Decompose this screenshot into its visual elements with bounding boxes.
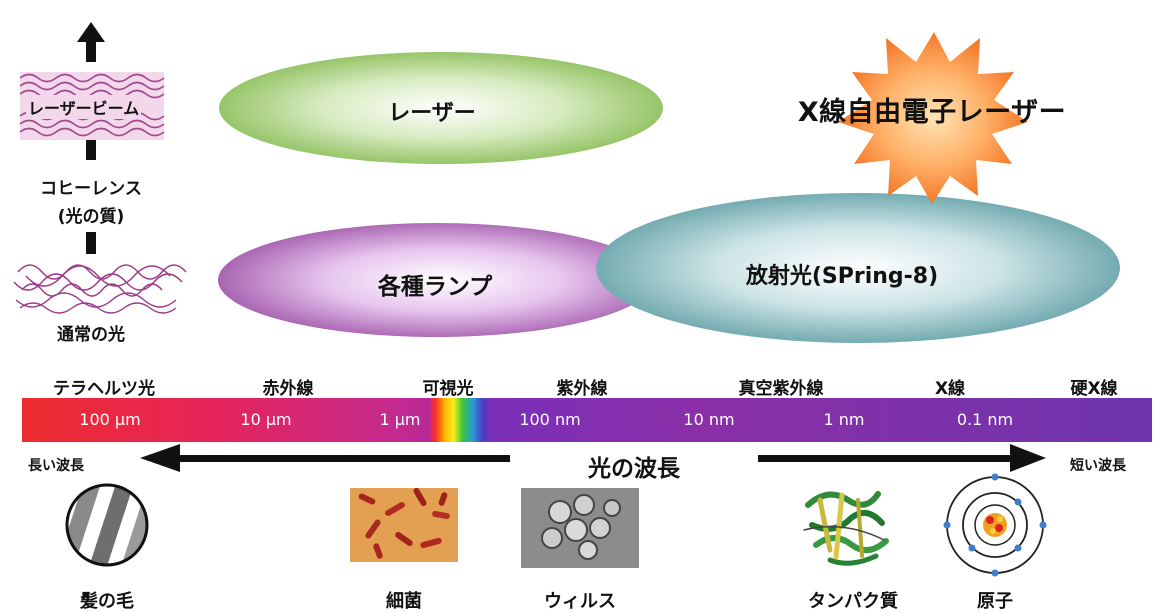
- region-xray: X線: [934, 379, 966, 399]
- wavelength-axis-title: 光の波長: [588, 456, 680, 482]
- coherence-label: コヒーレンス: [40, 179, 142, 199]
- wavelength-10um: 10 μm: [240, 410, 292, 429]
- wavelength-arrows: [140, 444, 1046, 472]
- protein-label: タンパク質: [808, 591, 898, 612]
- incoherent-wave-icon: [13, 264, 187, 314]
- xfel-label: X線自由電子レーザー: [797, 97, 1067, 128]
- protein-icon: [803, 491, 889, 566]
- lamp-ellipse: [218, 223, 654, 337]
- spectrum-bar: [22, 398, 1152, 442]
- region-ultraviolet: 紫外線: [556, 379, 608, 399]
- laser-ellipse: [219, 52, 663, 164]
- region-vacuum-uv: 真空紫外線: [738, 379, 824, 399]
- atom-icon: [943, 473, 1047, 577]
- coherence-axis: [77, 22, 105, 254]
- wavelength-1um: 1 μm: [379, 410, 421, 429]
- wavelength-100nm: 100 nm: [519, 410, 581, 429]
- region-infrared: 赤外線: [262, 379, 314, 399]
- ordinary-light-label: 通常の光: [57, 325, 125, 345]
- region-terahertz: テラヘルツ光: [53, 379, 155, 399]
- synchrotron-ellipse: [596, 193, 1120, 343]
- wavelength-1nm: 1 nm: [823, 410, 865, 429]
- region-hard-xray: 硬X線: [1070, 379, 1118, 399]
- short-wavelength-label: 短い波長: [1070, 458, 1126, 474]
- atom-label: 原子: [977, 591, 1013, 612]
- virus-label: ウィルス: [544, 591, 616, 612]
- region-visible: 可視光: [422, 379, 474, 399]
- hair-icon: [65, 483, 149, 567]
- laser-beam-label: レーザービーム: [26, 95, 142, 119]
- synchrotron-label: 放射光(SPring-8): [745, 264, 939, 289]
- bacteria-icon: [350, 487, 458, 562]
- bacteria-label: 細菌: [386, 591, 422, 612]
- virus-icon: [521, 488, 639, 568]
- hair-label: 髪の毛: [80, 591, 134, 612]
- wavelength-0-1nm: 0.1 nm: [956, 410, 1014, 429]
- lamps-label: 各種ランプ: [377, 274, 493, 300]
- laser-label: レーザー: [388, 101, 476, 126]
- xfel-burst-icon: [838, 32, 1028, 204]
- wavelength-100um: 100 μm: [79, 410, 141, 429]
- coherence-sub-label: (光の質): [57, 207, 125, 227]
- long-wavelength-label: 長い波長: [28, 458, 84, 474]
- wavelength-10nm: 10 nm: [683, 410, 735, 429]
